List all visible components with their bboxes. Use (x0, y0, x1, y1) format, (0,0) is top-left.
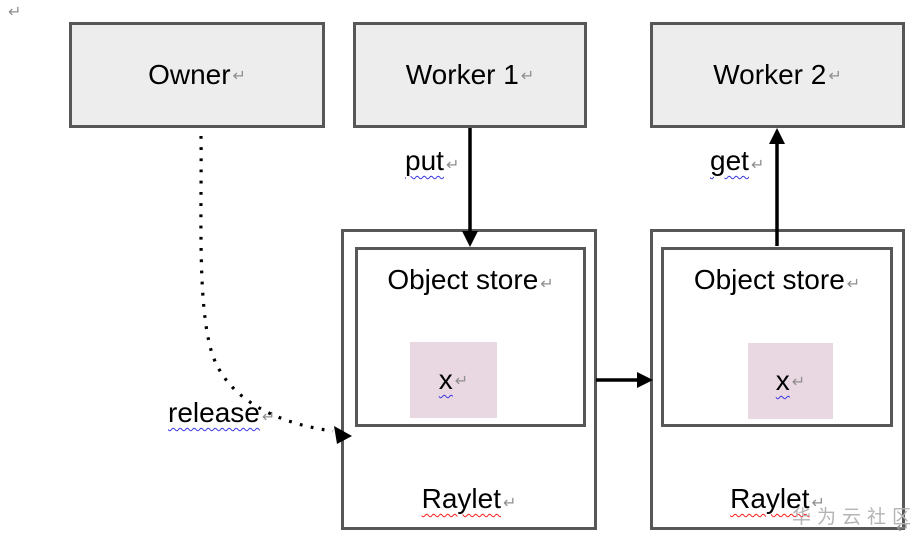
paragraph-mark: ↵ (828, 65, 842, 85)
raylet-right-label: Raylet (730, 483, 810, 514)
edge-label-release: release↵ (168, 398, 275, 427)
arrow-transfer[interactable] (596, 372, 653, 388)
paragraph-mark: ↵ (846, 274, 861, 293)
paragraph-mark: ↵ (261, 407, 276, 426)
object-store-right-label: Object store (693, 264, 845, 295)
put-label: put (405, 145, 444, 176)
release-label: release (168, 397, 260, 428)
worker1-label: Worker 1 (405, 59, 519, 90)
node-worker-1[interactable]: Worker 1↵ (353, 22, 587, 128)
worker2-label: Worker 2 (713, 59, 827, 90)
object-store-right-title: Object store↵ (664, 264, 890, 296)
paragraph-mark: ↵ (502, 493, 517, 512)
node-owner[interactable]: Owner↵ (69, 22, 325, 128)
watermark: 华为云社区 (792, 507, 918, 528)
edge-label-put: put↵ (405, 146, 459, 175)
paragraph-mark: ↵ (445, 155, 460, 174)
paragraph-mark: ↵ (896, 518, 910, 537)
paragraph-mark: ↵ (750, 155, 765, 174)
node-object-store-left[interactable]: Object store↵ x↵ (355, 247, 586, 427)
paragraph-mark: ↵ (232, 65, 246, 85)
object-x-left[interactable]: x↵ (410, 342, 497, 418)
node-raylet-right[interactable]: Object store↵ x↵ Raylet↵ (650, 229, 905, 530)
paragraph-mark: ↵ (811, 493, 825, 512)
paragraph-mark: ↵ (520, 65, 535, 85)
object-x-left-label: x (438, 364, 453, 395)
paragraph-mark: ↵ (540, 274, 554, 293)
paragraph-mark: ↵ (791, 371, 806, 391)
raylet-left-title: Raylet↵ (344, 483, 594, 515)
object-x-right-label: x (775, 365, 790, 396)
node-raylet-left[interactable]: Object store↵ x↵ Raylet↵ (341, 229, 597, 530)
object-x-right[interactable]: x↵ (748, 343, 833, 419)
paragraph-mark: ↵ (8, 2, 22, 21)
raylet-right-title: Raylet↵ (653, 483, 902, 515)
object-store-left-label: Object store (387, 264, 539, 295)
node-object-store-right[interactable]: Object store↵ x↵ (661, 247, 893, 427)
node-worker-2[interactable]: Worker 2↵ (650, 22, 905, 128)
get-label: get (710, 145, 749, 176)
object-store-left-title: Object store↵ (358, 264, 583, 296)
paragraph-mark: ↵ (454, 370, 469, 390)
owner-label: Owner (148, 59, 231, 90)
edge-label-get: get↵ (710, 146, 764, 175)
raylet-left-label: Raylet (421, 483, 501, 514)
